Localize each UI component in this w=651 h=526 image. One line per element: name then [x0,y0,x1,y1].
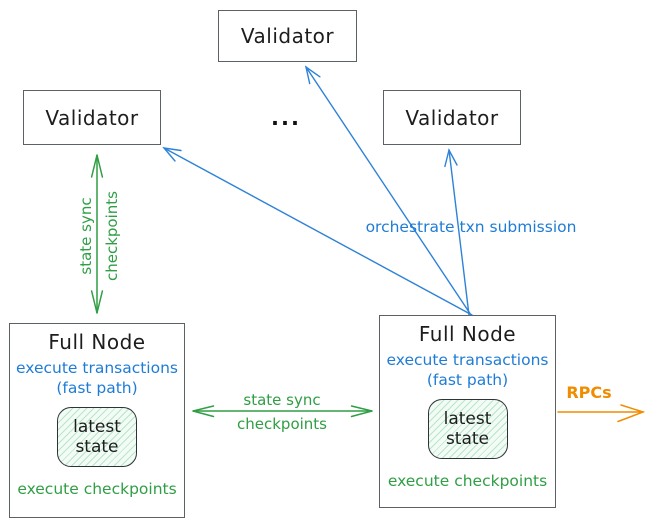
full-node-right-execute-checkpoints: execute checkpoints [387,472,548,491]
arrow-state-sync-vertical [90,154,104,314]
validator-box-right: Validator [383,90,521,145]
validator-box-left: Validator [23,90,161,145]
full-node-box-right: Full Node execute transactions (fast pat… [379,315,556,508]
arrow-orchestrate-to-right-validator [444,148,470,316]
label-state-sync-horizontal-line2: checkpoints [237,415,327,433]
full-node-left-latest-state-box: latest state [57,407,137,468]
validator-box-top: Validator [218,10,357,62]
label-rpcs: RPCs [566,383,612,402]
label-state-sync-vertical-line2: checkpoints [103,191,121,281]
full-node-left-execute-transactions: execute transactions (fast path) [16,358,178,398]
arrow-rpcs [557,404,646,423]
latest-state-line1: latest [73,416,121,437]
latest-state-line2: state [445,429,490,450]
full-node-right-fast-path: (fast path) [426,371,509,390]
label-orchestrate-txn-submission: orchestrate txn submission [365,218,577,236]
full-node-right-execute-transactions-line: execute transactions [386,351,549,369]
full-node-right-title: Full Node [418,322,517,346]
latest-state-line2: state [75,437,119,458]
label-state-sync-horizontal-line1: state sync [243,391,321,409]
full-node-left-execute-checkpoints: execute checkpoints [17,480,177,499]
arrow-state-sync-horizontal [192,405,373,418]
validator-left-label: Validator [45,105,139,130]
full-node-left-fast-path: (fast path) [56,379,138,398]
full-node-right-execute-transactions: execute transactions (fast path) [386,350,548,390]
full-node-left-execute-transactions-line: execute transactions [15,359,179,377]
label-state-sync-vertical-line1: state sync [77,197,95,275]
validator-right-label: Validator [405,105,499,130]
full-node-right-latest-state-box: latest state [427,399,508,460]
validators-ellipsis: ... [271,106,301,130]
validator-top-label: Validator [240,24,335,48]
arrow-orchestrate-to-left-validator [162,147,473,316]
arrow-orchestrate-to-top-validator [304,65,472,316]
latest-state-line1: latest [443,408,492,429]
full-node-box-left: Full Node execute transactions (fast pat… [9,323,185,518]
full-node-left-title: Full Node [48,330,146,354]
